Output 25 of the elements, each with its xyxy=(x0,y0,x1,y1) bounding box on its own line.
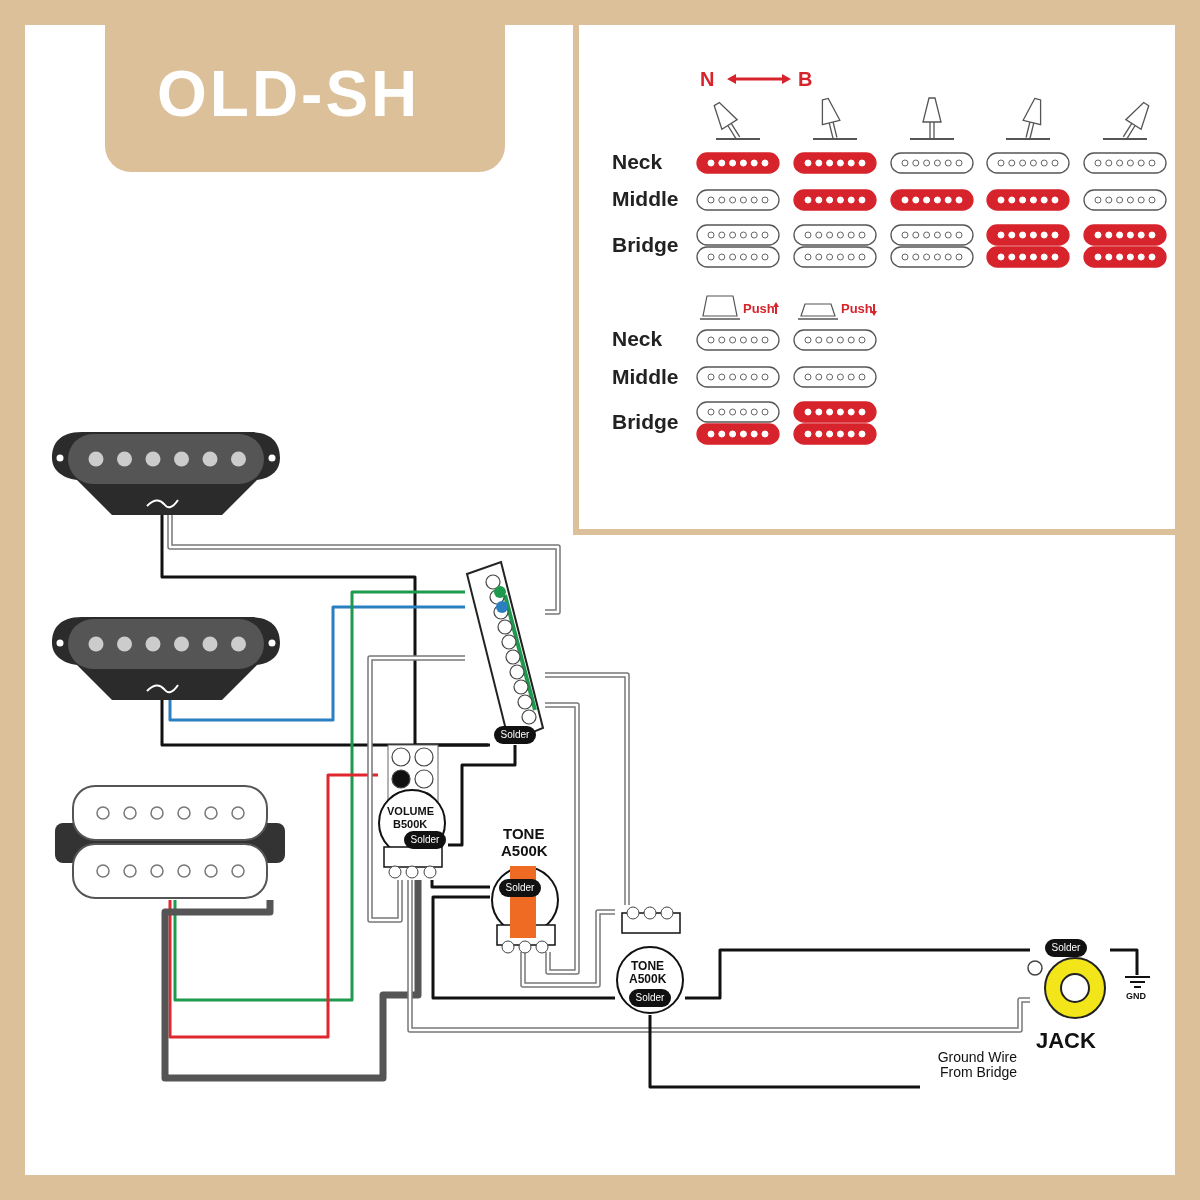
position-label: N xyxy=(700,69,715,89)
component-label: GND xyxy=(1126,992,1146,1001)
component-label: TONE xyxy=(503,826,545,841)
row-label: Bridge xyxy=(612,411,679,432)
component-label: A500K xyxy=(629,973,667,985)
component-label: A500K xyxy=(501,843,548,858)
solder-point: Solder xyxy=(629,989,671,1007)
title-text: OLD-SH xyxy=(157,62,421,126)
row-label: Bridge xyxy=(612,234,679,255)
row-label: Middle xyxy=(612,188,679,209)
solder-point: Solder xyxy=(1045,939,1087,957)
solder-point: Solder xyxy=(404,831,446,849)
component-label: JACK xyxy=(1036,1030,1096,1052)
note-text: Ground Wire From Bridge xyxy=(936,1050,1017,1081)
solder-point: Solder xyxy=(494,726,536,744)
component-label: TONE xyxy=(631,960,665,972)
position-label: B xyxy=(798,69,813,89)
solder-point: Solder xyxy=(499,879,541,897)
component-label: B500K xyxy=(393,819,428,830)
row-label: Neck xyxy=(612,151,663,172)
row-label: Neck xyxy=(612,328,663,349)
row-label: Middle xyxy=(612,366,679,387)
component-label: VOLUME xyxy=(387,806,435,817)
push-label: Push xyxy=(841,302,873,315)
push-label: Push xyxy=(743,302,775,315)
